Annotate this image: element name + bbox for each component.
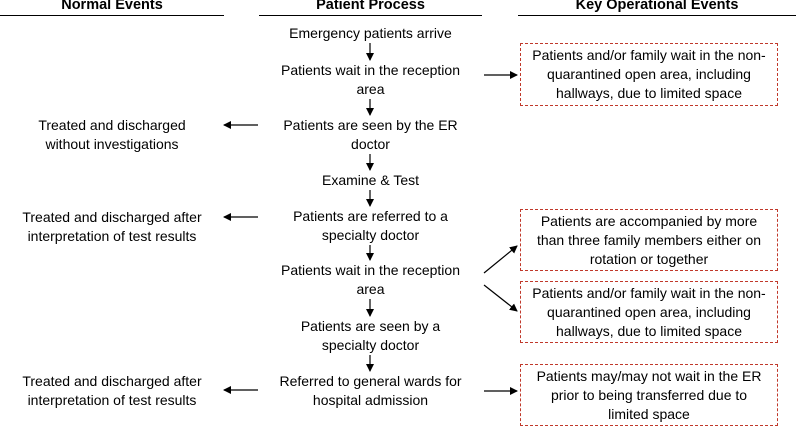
- key-event-box-open-area-2: Patients and/or family wait in the non-q…: [520, 281, 778, 343]
- header-normal-events: Normal Events: [0, 0, 224, 16]
- header-patient-process: Patient Process: [259, 0, 482, 16]
- key-event-box-open-area-1: Patients and/or family wait in the non-q…: [520, 43, 778, 106]
- arrow-right-2: [483, 245, 518, 274]
- step-examine-test: Examine & Test: [321, 172, 419, 188]
- step-emergency-arrive: Emergency patients arrive: [289, 25, 452, 41]
- arrow-right-3: [483, 284, 518, 312]
- header-key-operational-events: Key Operational Events: [518, 0, 796, 16]
